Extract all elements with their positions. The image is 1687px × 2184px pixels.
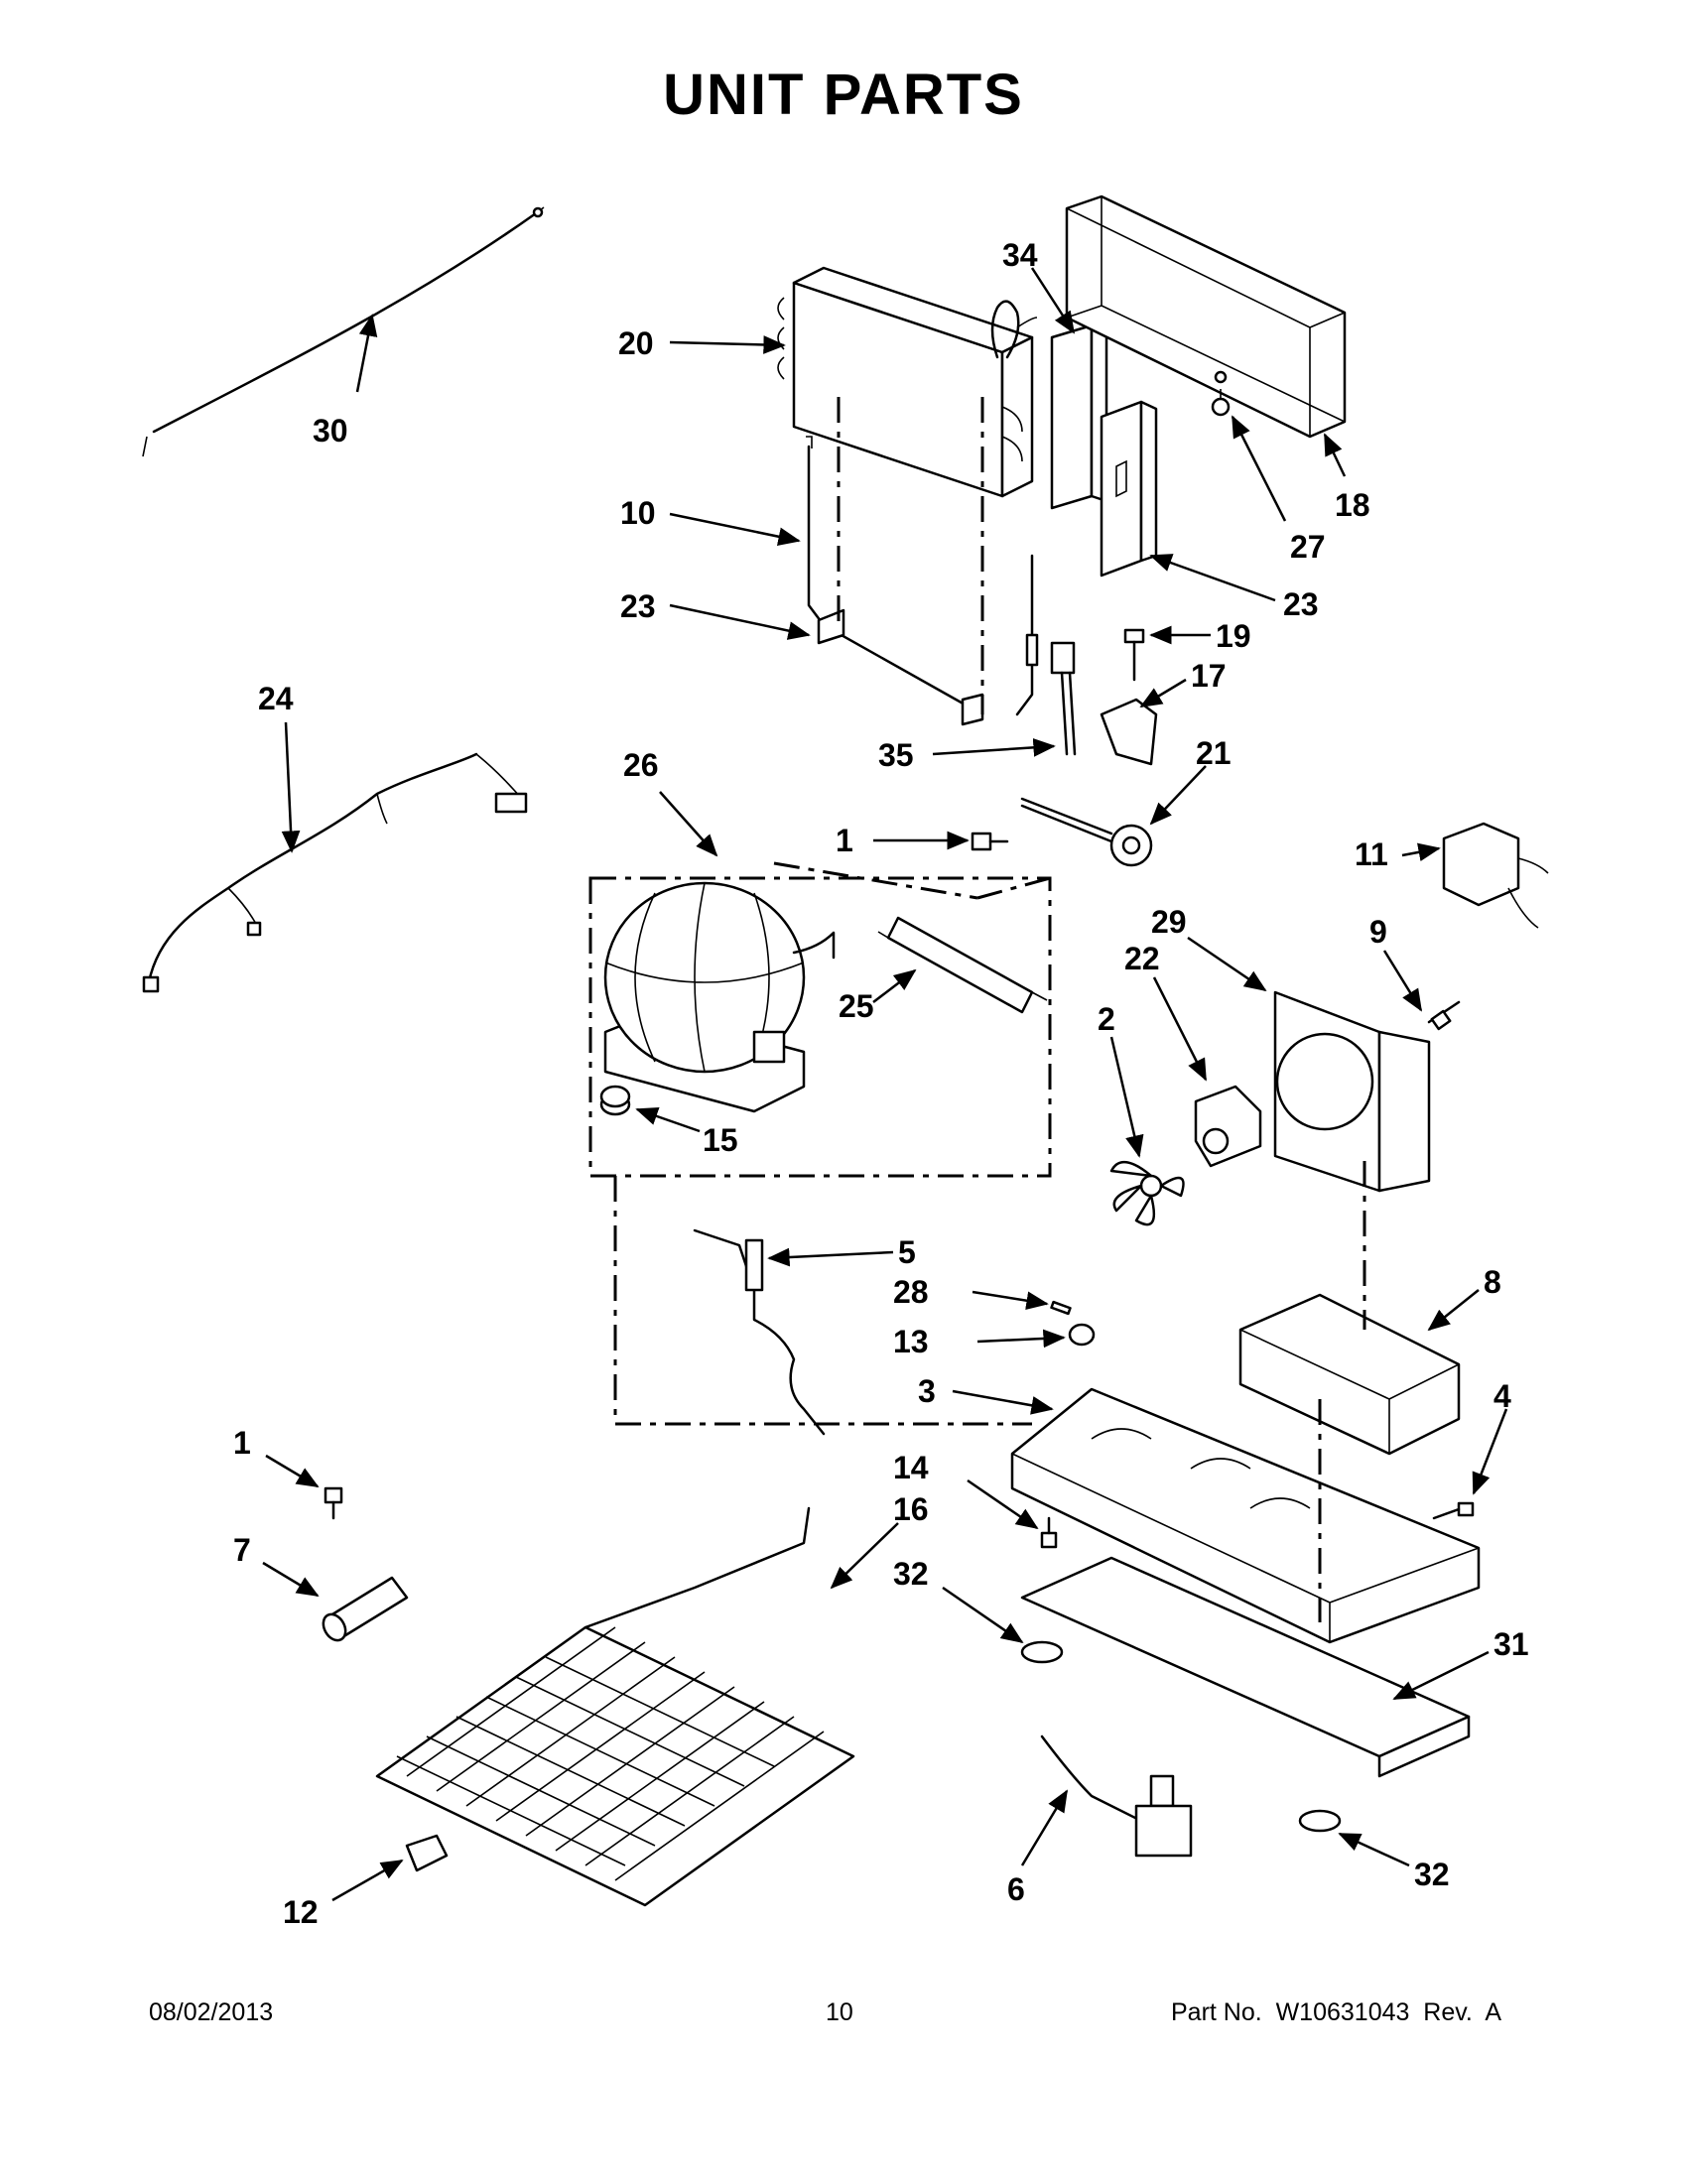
- part-14-screw: [1040, 1516, 1058, 1549]
- callout-21: 21: [1196, 735, 1232, 771]
- part-5-tube: [693, 1228, 826, 1436]
- footer-part-number: Part No. W10631043 Rev. A: [1171, 1998, 1502, 2026]
- callout-1-top: 1: [836, 823, 853, 858]
- part-compressor: [603, 881, 836, 1113]
- part-27-screw: [1211, 389, 1231, 417]
- part-11-relay: [1442, 822, 1549, 929]
- callout-6: 6: [1007, 1871, 1025, 1907]
- footer-page-number: 10: [826, 1998, 853, 2026]
- part-7-sleeve: [322, 1576, 409, 1642]
- callout-30: 30: [313, 413, 348, 449]
- part-1-screw-left: [324, 1486, 343, 1520]
- part-9-screw: [1427, 1000, 1461, 1031]
- callout-3: 3: [918, 1373, 936, 1409]
- callout-14: 14: [893, 1450, 929, 1485]
- part-24-harness: [142, 752, 528, 993]
- callout-32-left: 32: [893, 1556, 929, 1592]
- part-34-bracket: [1050, 323, 1108, 510]
- callout-22: 22: [1124, 941, 1160, 976]
- part-31-sheet: [1020, 1556, 1471, 1778]
- callout-27: 27: [1290, 529, 1326, 565]
- part-17-clip: [1100, 698, 1158, 766]
- part-13-grommet: [1068, 1323, 1096, 1347]
- part-6-sensor: [1040, 1734, 1193, 1858]
- part-26-compressor-box: [588, 861, 1052, 1426]
- part-10-tube: [806, 436, 1039, 726]
- leader-arrows: [262, 267, 1508, 1902]
- callout-9: 9: [1369, 914, 1387, 950]
- footer-date: 08/02/2013: [149, 1998, 274, 2026]
- callout-17: 17: [1191, 658, 1227, 694]
- callout-8: 8: [1484, 1264, 1501, 1300]
- page-title: UNIT PARTS: [663, 63, 1024, 127]
- alignment-lines: [837, 397, 1366, 1622]
- callout-19: 19: [1216, 618, 1251, 654]
- callout-4: 4: [1493, 1378, 1511, 1414]
- part-25-drier: [877, 916, 1048, 1014]
- part-8-tray: [1238, 1293, 1461, 1456]
- part-12-clip: [405, 1834, 449, 1872]
- part-20-condenser: [777, 266, 1038, 498]
- part-19-screw: [1123, 628, 1145, 682]
- callout-18: 18: [1335, 487, 1370, 523]
- callout-1-left: 1: [233, 1425, 251, 1461]
- part-32-foot-left: [1020, 1640, 1064, 1664]
- callout-10: 10: [620, 495, 656, 531]
- callout-15: 15: [703, 1122, 738, 1158]
- callout-23-right: 23: [1283, 586, 1319, 622]
- part-1-screw-top: [971, 832, 1009, 851]
- part-23-bracket: [1100, 400, 1158, 578]
- callout-24: 24: [258, 681, 294, 716]
- callout-20: 20: [618, 325, 654, 361]
- callout-12: 12: [283, 1894, 319, 1930]
- part-22-motor: [1194, 1085, 1262, 1168]
- callout-5: 5: [898, 1234, 916, 1270]
- part-28-pin: [1050, 1300, 1072, 1316]
- callout-7: 7: [233, 1532, 251, 1568]
- part-35-connector: [1050, 641, 1077, 756]
- callout-16: 16: [893, 1491, 929, 1527]
- callout-31: 31: [1493, 1626, 1529, 1662]
- callout-25: 25: [839, 988, 874, 1024]
- part-29-shroud: [1273, 990, 1431, 1193]
- callout-labels: 30 20 34 18 27 10 23 23 19 17 24 26 35 2…: [233, 237, 1529, 1930]
- callout-28: 28: [893, 1274, 929, 1310]
- callout-34: 34: [1002, 237, 1038, 273]
- part-15-grommet: [599, 1085, 631, 1116]
- callout-2: 2: [1098, 1001, 1115, 1037]
- part-16-coil: [375, 1506, 855, 1907]
- part-21-heater: [1020, 797, 1153, 867]
- part-3-base-plate: [1010, 1387, 1481, 1644]
- callout-35: 35: [878, 737, 914, 773]
- part-4-screw: [1432, 1501, 1475, 1520]
- callout-11: 11: [1355, 836, 1388, 872]
- part-32-foot-right: [1298, 1809, 1342, 1833]
- part-18-cover: [1065, 194, 1347, 439]
- part-30-wire: [142, 206, 545, 457]
- callout-13: 13: [893, 1324, 929, 1359]
- callout-23-left: 23: [620, 588, 656, 624]
- callout-32-right: 32: [1414, 1857, 1450, 1892]
- callout-29: 29: [1151, 904, 1187, 940]
- callout-26: 26: [623, 747, 659, 783]
- part-2-fan-blade: [1109, 1161, 1185, 1226]
